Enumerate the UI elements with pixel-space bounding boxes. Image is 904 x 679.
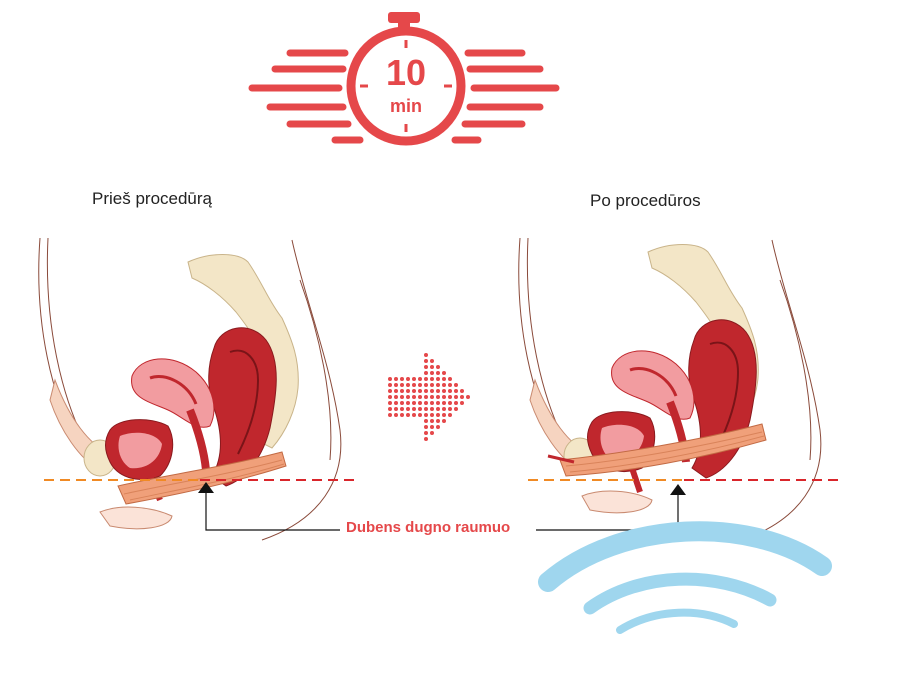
before-procedure-label: Prieš procedūrą bbox=[92, 189, 213, 208]
speed-lines-left bbox=[248, 49, 364, 144]
pelvic-floor-muscle-label: Dubens dugno raumuo bbox=[346, 519, 511, 536]
speed-lines-right bbox=[451, 49, 560, 144]
anatomy-before bbox=[38, 237, 342, 541]
after-procedure-label: Po procedūros bbox=[590, 191, 701, 210]
arrowhead-before bbox=[198, 482, 214, 493]
stopwatch-icon bbox=[346, 12, 466, 146]
arrowhead-after bbox=[670, 484, 686, 495]
energy-waves-icon bbox=[538, 521, 832, 634]
anatomy-after bbox=[518, 237, 822, 541]
dotted-arrow-icon bbox=[388, 353, 470, 441]
timer-unit: min bbox=[389, 96, 422, 116]
timer-number: 10 bbox=[385, 52, 427, 93]
